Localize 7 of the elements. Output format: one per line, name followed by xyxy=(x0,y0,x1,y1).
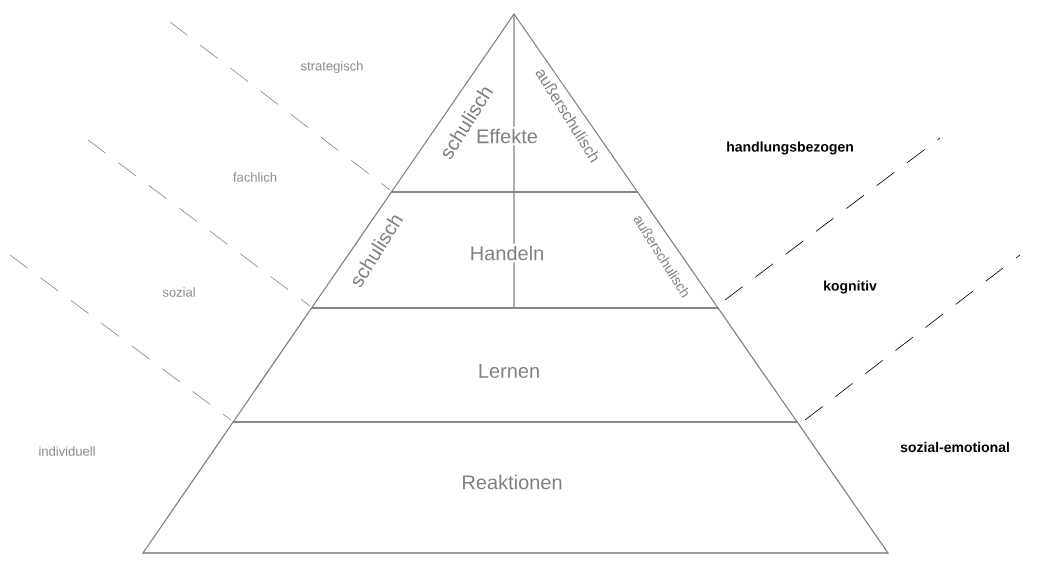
category-label: sozial-emotional xyxy=(900,441,1009,453)
category-label: fachlich xyxy=(233,172,277,182)
category-label: kognitiv xyxy=(824,280,877,294)
category-label: strategisch xyxy=(300,60,363,74)
category-label: sozial xyxy=(162,287,195,297)
category-label: individuell xyxy=(39,446,95,456)
category-label: handlungsbezogen xyxy=(727,141,853,155)
